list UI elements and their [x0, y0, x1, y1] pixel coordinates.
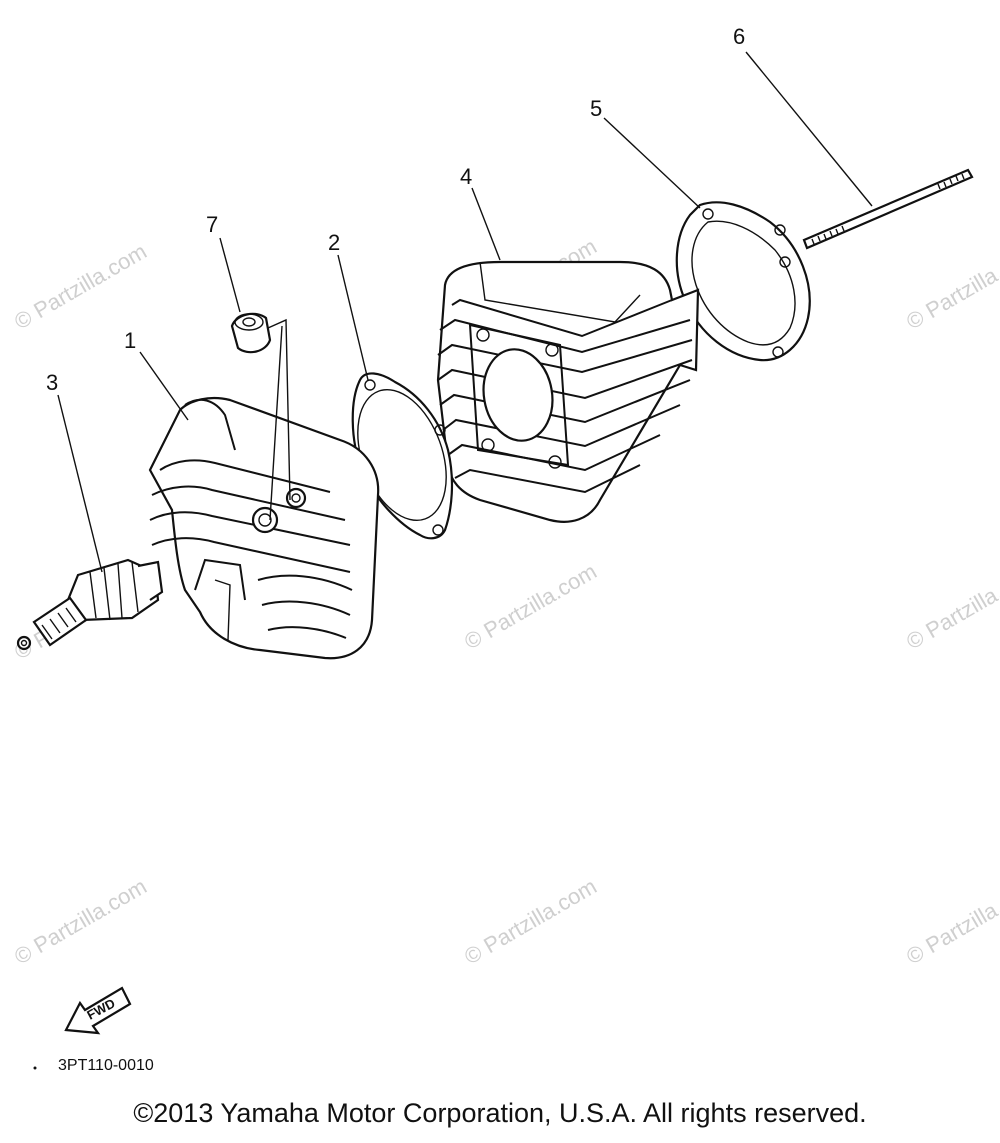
watermark: © Partzilla.com [460, 874, 601, 970]
callout-6: 6 [733, 24, 745, 49]
leader-line-6 [745, 51, 873, 207]
callout-7: 7 [206, 212, 218, 237]
leader-line-1 [139, 351, 189, 421]
callout-4: 4 [460, 164, 472, 189]
stud-bolt-part [802, 168, 974, 250]
leader-line-3 [57, 394, 103, 573]
watermark: © Partzilla.com [902, 874, 1000, 970]
watermark: © Partzilla.com [10, 874, 151, 970]
cylinder-head-part [148, 396, 380, 660]
callout-numbers: 1 2 3 4 5 6 7 [46, 24, 745, 395]
watermark: © Partzilla.com [902, 239, 1000, 335]
stud-guide-line [269, 325, 283, 521]
nut-part [230, 312, 272, 354]
copyright-notice: ©2013 Yamaha Motor Corporation, U.S.A. A… [133, 1098, 867, 1128]
diagram-code: 3PT110-0010 [58, 1057, 154, 1074]
callout-2: 2 [328, 230, 340, 255]
watermark: © Partzilla.com [10, 239, 151, 335]
leader-line-2 [337, 254, 369, 381]
spark-plug-part [16, 558, 164, 651]
cylinder-part [436, 260, 700, 523]
callout-5: 5 [590, 96, 602, 121]
leader-line-5 [603, 117, 701, 209]
leader-lines [57, 51, 873, 573]
callout-3: 3 [46, 370, 58, 395]
leader-line-7 [219, 237, 241, 313]
watermark: © Partzilla.com [460, 559, 601, 655]
cylinder-base-gasket-part [675, 201, 811, 362]
callout-1: 1 [124, 328, 136, 353]
bullet-dot [33, 1066, 37, 1070]
fwd-arrow-icon: FWD [64, 986, 132, 1035]
stud-guide-line [267, 318, 291, 501]
leader-line-4 [471, 187, 501, 261]
watermark: © Partzilla.com [902, 559, 1000, 655]
